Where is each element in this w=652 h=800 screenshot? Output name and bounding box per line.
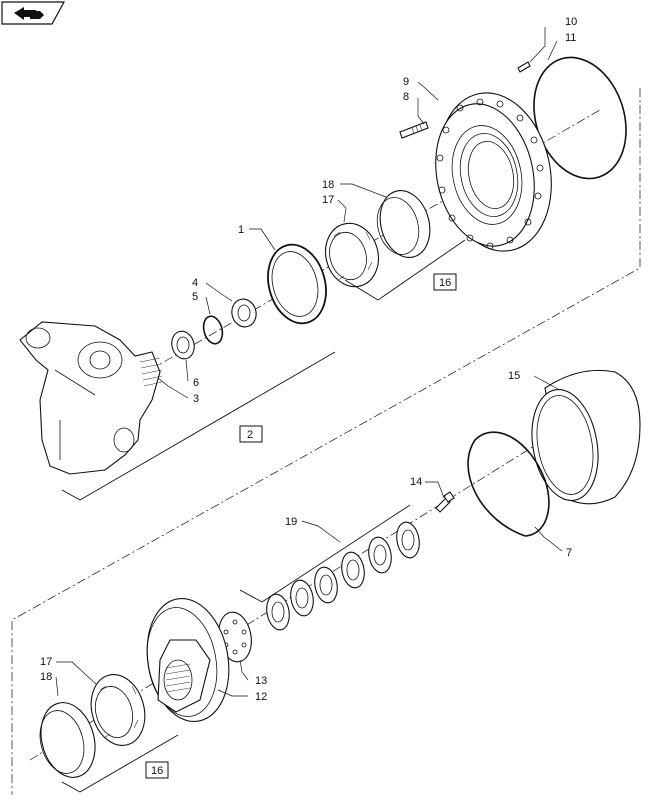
callout-6: 6 [193,377,199,389]
callout-15: 15 [508,370,520,382]
part-12-carrier-flange [146,597,230,723]
callout-12: 12 [255,691,267,703]
callout-2: 2 [247,429,253,441]
assembly-boundary-line [11,88,641,795]
part-6-bearing [171,330,195,360]
bracket-group-2 [61,351,336,501]
part-17-roller-bearing-upper [325,222,379,288]
callout-16-upper: 16 [439,277,451,289]
callout-18-lower: 18 [40,671,52,683]
bracket-group-16-lower [61,734,179,793]
callout-13: 13 [255,675,267,687]
callout-3: 3 [193,393,199,405]
part-1-seal [267,243,327,325]
callout-8: 8 [403,91,409,103]
part-18-bearing-cup-lower [39,702,96,778]
part-2-steering-knuckle [19,321,163,475]
callout-16-lower: 16 [151,765,163,777]
callout-19: 19 [285,516,297,528]
part-19-thrust-washers [266,521,420,631]
part-9-wheel-hub [435,92,552,252]
callout-9: 9 [403,76,409,88]
ref-box-16-upper[interactable] [433,273,457,291]
callout-1: 1 [238,224,244,236]
bracket-group-16-upper [344,239,466,301]
callout-18-upper: 18 [322,179,334,191]
callout-7: 7 [566,547,572,559]
ref-box-2[interactable] [239,425,263,443]
callout-17-lower: 17 [40,656,52,668]
part-5-snap-ring [202,315,224,345]
callout-10: 10 [565,16,577,28]
part-15-ring-gear [531,369,641,505]
part-7-retaining-ring [467,431,550,537]
previous-page-button[interactable] [1,1,66,25]
part-10-pin [517,61,531,73]
callout-17-upper: 17 [322,194,334,206]
part-14-bolt [435,491,455,513]
callout-5: 5 [192,291,198,303]
bracket-group-19 [239,504,411,603]
part-18-bearing-cup-upper [376,190,431,258]
part-8-stud [399,121,429,139]
callout-4: 4 [192,277,198,289]
callout-14: 14 [410,476,422,488]
ref-box-16-lower[interactable] [145,761,169,779]
previous-page-icon [14,7,44,20]
leader-lines [55,27,563,697]
part-17-roller-bearing-lower [90,674,146,746]
part-4-needle-bearing [231,298,257,328]
callout-11: 11 [565,32,576,44]
